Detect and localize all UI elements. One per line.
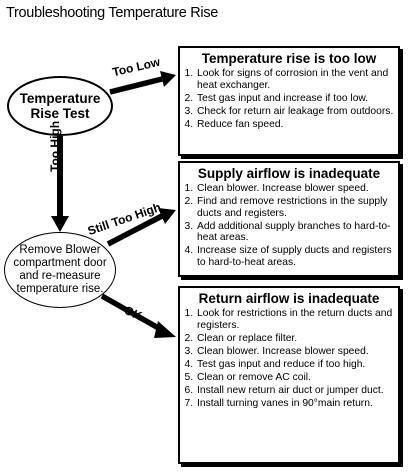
step-item: Look for restrictions in the return duct… xyxy=(196,308,394,331)
arrow-ok xyxy=(100,293,164,333)
step-item: Install turning vanes in 90°main return. xyxy=(196,398,394,410)
step-item: Look for signs of corrosion in the vent … xyxy=(196,68,394,91)
arrowhead-ok xyxy=(154,321,176,338)
start-node-line: Temperature xyxy=(19,91,101,106)
arrowhead-still-too-high xyxy=(158,208,176,224)
return-airflow-box: Return airflow is inadequate Look for re… xyxy=(178,286,400,464)
edge-label-too-high: Too High xyxy=(48,120,62,172)
step-item: Install new return air duct or jumper du… xyxy=(196,385,394,397)
arrowhead-too-high xyxy=(51,216,69,232)
step-list: Look for signs of corrosion in the vent … xyxy=(180,68,398,130)
check-node-line: temperature rise. xyxy=(16,283,104,295)
step-item: Test gas input and increase if too low. xyxy=(196,93,394,105)
start-node-line: Rise Test xyxy=(30,106,90,121)
diagram-title: Troubleshooting Temperature Rise xyxy=(6,5,219,21)
step-item: Test gas input and reduce if too high. xyxy=(196,359,394,371)
remove-blower-door-node: Remove Blower compartment door and re-me… xyxy=(4,232,116,308)
temperature-rise-test-node: Temperature Rise Test xyxy=(7,76,113,136)
box-title: Temperature rise is too low xyxy=(201,51,377,66)
step-item: Reduce fan speed. xyxy=(196,119,394,131)
box-title: Return airflow is inadequate xyxy=(198,291,380,306)
step-item: Find and remove restrictions in the supp… xyxy=(196,196,394,219)
check-node-line: Remove Blower xyxy=(19,244,101,256)
step-item: Clean or remove AC coil. xyxy=(196,372,394,384)
supply-airflow-box: Supply airflow is inadequate Clean blowe… xyxy=(178,161,400,277)
step-item: Clean blower. Increase blower speed. xyxy=(196,346,394,358)
step-item: Clean blower. Increase blower speed. xyxy=(196,183,394,195)
step-item: Add additional supply branches to hard-t… xyxy=(196,221,394,244)
step-list: Look for restrictions in the return duct… xyxy=(180,308,398,410)
step-item: Clean or replace filter. xyxy=(196,333,394,345)
box-title: Supply airflow is inadequate xyxy=(197,166,381,181)
arrowhead-too-low xyxy=(160,71,176,87)
step-list: Clean blower. Increase blower speed. Fin… xyxy=(180,183,398,269)
arrow-still-too-high xyxy=(106,213,164,247)
check-node-line: and re-measure xyxy=(19,270,101,282)
step-item: Increase size of supply ducts and regist… xyxy=(196,245,394,268)
arrow-too-low xyxy=(109,76,163,95)
step-item: Check for return air leakage from outdoo… xyxy=(196,106,394,118)
check-node-line: compartment door xyxy=(13,257,107,269)
rise-too-low-box: Temperature rise is too low Look for sig… xyxy=(178,46,400,156)
